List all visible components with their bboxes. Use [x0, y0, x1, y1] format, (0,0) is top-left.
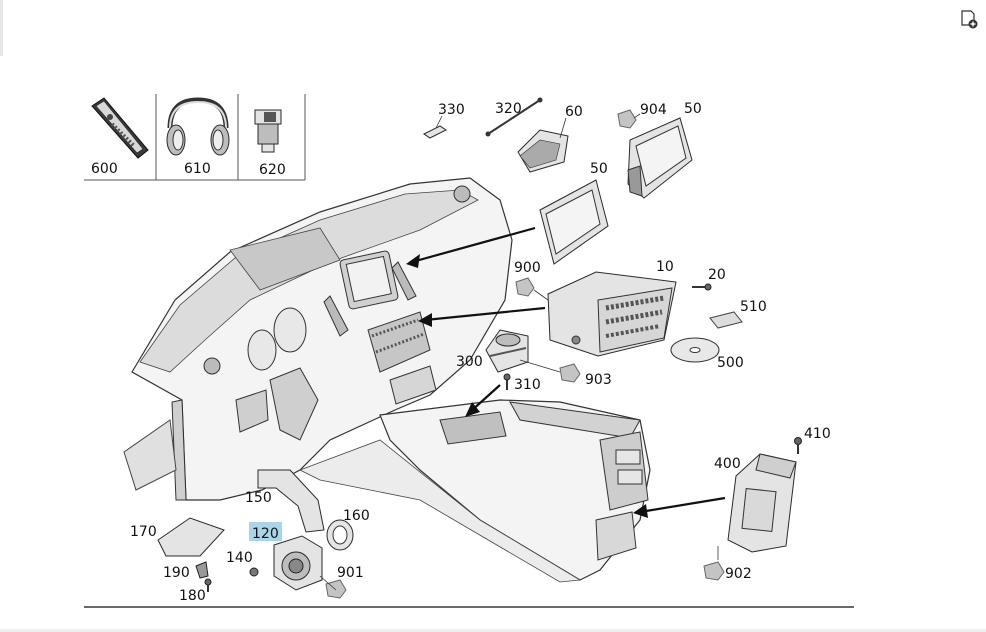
- callout-900[interactable]: 900: [514, 260, 541, 276]
- callout-410[interactable]: 410: [804, 426, 831, 442]
- part-901-pad[interactable]: [325, 579, 347, 599]
- part-50-display-lower[interactable]: [539, 179, 609, 265]
- part-300-controller[interactable]: [485, 329, 529, 373]
- part-20-screw[interactable]: [692, 283, 712, 291]
- callout-903[interactable]: 903: [585, 372, 612, 388]
- part-904-pad[interactable]: [617, 109, 637, 129]
- callout-120[interactable]: 120: [252, 526, 279, 542]
- part-140-screw[interactable]: [249, 567, 259, 577]
- callout-170[interactable]: 170: [130, 524, 157, 540]
- bottom-scroll-bar: [0, 629, 986, 632]
- accessory-boxes: [84, 94, 306, 181]
- part-510-card[interactable]: [709, 311, 743, 329]
- callout-600[interactable]: 600: [91, 161, 118, 177]
- part-500-disc[interactable]: [670, 337, 720, 363]
- part-150-duct[interactable]: [257, 469, 325, 533]
- callout-300[interactable]: 300: [456, 354, 483, 370]
- callout-904[interactable]: 904: [640, 102, 667, 118]
- remote-control-part[interactable]: [91, 97, 149, 159]
- part-60-module[interactable]: [517, 129, 569, 173]
- callout-320[interactable]: 320: [495, 101, 522, 117]
- callout-400[interactable]: 400: [714, 456, 741, 472]
- part-190-clip[interactable]: [195, 561, 209, 579]
- callout-120-highlight: [249, 522, 282, 541]
- assembly-arrows: [406, 226, 726, 518]
- callout-labels: 600 610 620 330 320 60 904 50 50 900 10 …: [91, 101, 831, 604]
- callout-901[interactable]: 901: [337, 565, 364, 581]
- callout-310[interactable]: 310: [514, 377, 541, 393]
- part-903-pad[interactable]: [559, 363, 581, 383]
- part-320-antenna[interactable]: [485, 97, 543, 137]
- callout-180[interactable]: 180: [179, 588, 206, 604]
- headphones-part[interactable]: [166, 97, 230, 156]
- callout-50-upper[interactable]: 50: [684, 101, 702, 117]
- left-edge-strip: [0, 0, 3, 56]
- callout-50-lower[interactable]: 50: [590, 161, 608, 177]
- callout-610[interactable]: 610: [184, 161, 211, 177]
- callout-20[interactable]: 20: [708, 267, 726, 283]
- callout-902[interactable]: 902: [725, 566, 752, 582]
- part-900-pad[interactable]: [515, 277, 535, 297]
- part-410-screw[interactable]: [794, 437, 802, 455]
- part-120-vent[interactable]: [273, 535, 323, 591]
- callout-60[interactable]: 60: [565, 104, 583, 120]
- part-160-ring[interactable]: [326, 519, 354, 551]
- callout-140[interactable]: 140: [226, 550, 253, 566]
- leader-lines: [319, 111, 719, 591]
- callout-10[interactable]: 10: [656, 259, 674, 275]
- callout-330[interactable]: 330: [438, 102, 465, 118]
- socket-part[interactable]: [254, 109, 282, 153]
- callout-510[interactable]: 510: [740, 299, 767, 315]
- part-50-display-upper[interactable]: [627, 117, 693, 199]
- part-170-duct[interactable]: [157, 517, 225, 557]
- callout-160[interactable]: 160: [343, 508, 370, 524]
- callout-500[interactable]: 500: [717, 355, 744, 371]
- part-310-screw[interactable]: [503, 373, 511, 390]
- part-400-module[interactable]: [727, 453, 797, 553]
- part-330[interactable]: [423, 125, 447, 139]
- callout-620[interactable]: 620: [259, 162, 286, 178]
- part-902-pad[interactable]: [703, 561, 725, 581]
- part-10-head-unit[interactable]: [547, 271, 677, 357]
- add-to-document-icon[interactable]: [958, 8, 980, 30]
- callout-150[interactable]: 150: [245, 490, 272, 506]
- callout-190[interactable]: 190: [163, 565, 190, 581]
- part-180-screw[interactable]: [204, 578, 212, 592]
